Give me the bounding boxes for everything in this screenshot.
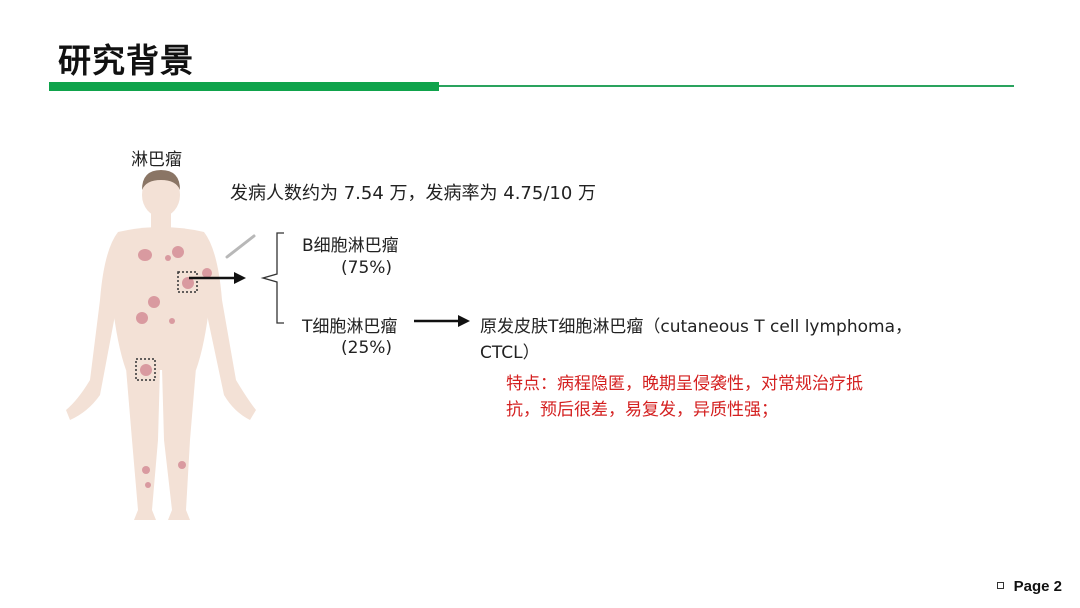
arrow-right-icon: [189, 272, 246, 284]
title-underline-thick: [49, 82, 439, 91]
square-bullet-icon: [996, 581, 1004, 589]
brace-icon: [260, 232, 284, 324]
figure-label: 淋巴瘤: [131, 150, 182, 170]
ctcl-text-line1: 原发皮肤T细胞淋巴瘤（cutaneous T cell lymphoma，: [480, 317, 912, 337]
b-cell-lymphoma-label: B细胞淋巴瘤: [302, 236, 399, 256]
page-number-label: Page 2: [1013, 578, 1062, 595]
incidence-text: 发病人数约为 7.54 万，发病率为 4.75/10 万: [230, 183, 597, 204]
page-title: 研究背景: [58, 41, 194, 80]
features-text-line1: 特点：病程隐匿，晚期呈侵袭性，对常规治疗抵: [506, 374, 863, 394]
title-underline-thin: [439, 85, 1014, 87]
ctcl-text-line2: CTCL）: [480, 343, 540, 363]
page-number: Page 2: [996, 578, 1062, 595]
t-cell-lymphoma-label: T细胞淋巴瘤: [302, 317, 398, 337]
b-cell-lymphoma-percent: (75%): [341, 258, 393, 278]
features-text-line2: 抗，预后很差，易复发，异质性强；: [506, 400, 778, 420]
t-cell-lymphoma-percent: (25%): [341, 338, 393, 358]
arrow-right-icon: [414, 315, 470, 327]
